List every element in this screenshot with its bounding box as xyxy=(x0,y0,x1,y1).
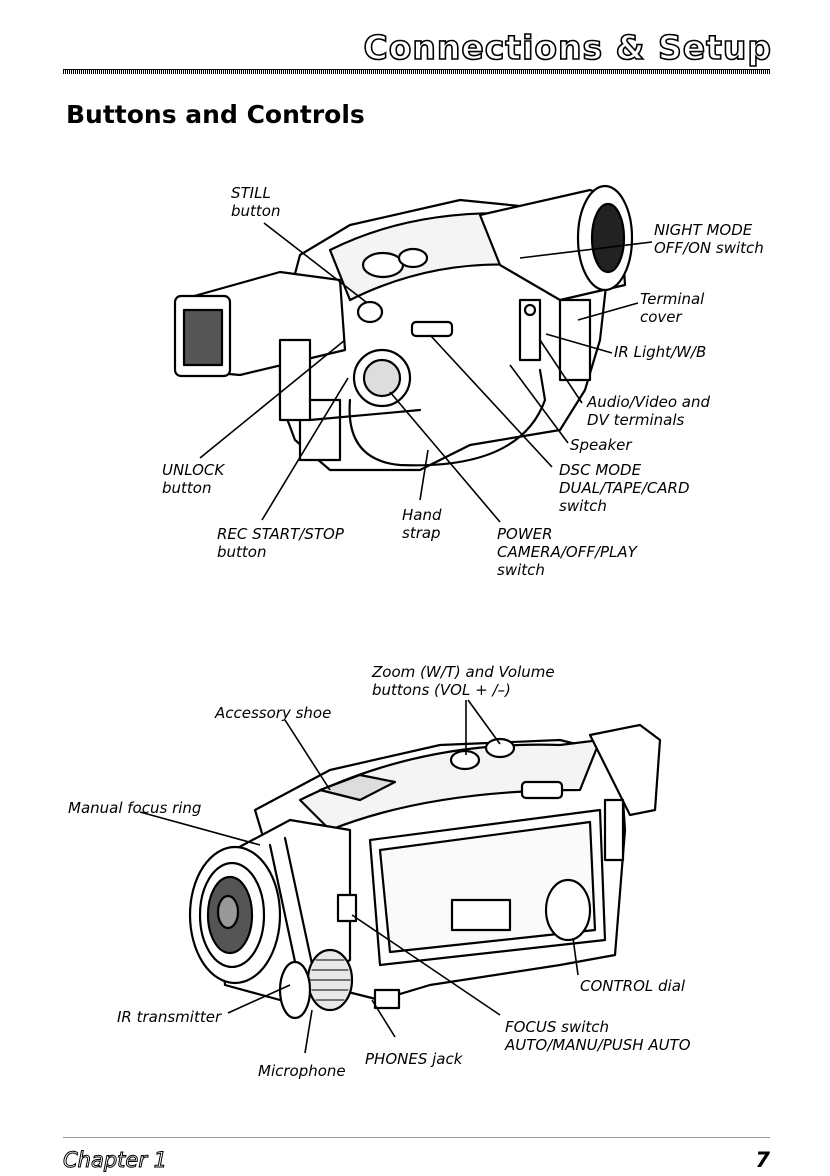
camcorder-front-drawing xyxy=(188,723,662,1020)
label-phones-jack: PHONES jack xyxy=(365,1050,463,1068)
callout-lines xyxy=(139,222,653,1054)
header-rule xyxy=(63,69,770,74)
label-accessory-shoe: Accessory shoe xyxy=(215,704,332,722)
label-manual-focus-ring: Manual focus ring xyxy=(68,799,202,817)
camcorder-rear-drawing xyxy=(173,184,634,472)
label-ir-transmitter: IR transmitter xyxy=(117,1008,222,1026)
label-speaker: Speaker xyxy=(570,436,632,454)
label-control-dial: CONTROL dial xyxy=(580,977,686,995)
label-ir-light: IR Light/W/B xyxy=(614,343,707,361)
footer-chapter: Chapter 1 xyxy=(63,1148,168,1173)
page-number: 7 xyxy=(755,1148,770,1172)
running-header: Connections & Setup xyxy=(363,27,772,68)
footer-rule xyxy=(63,1137,770,1138)
section-title: Buttons and Controls xyxy=(66,100,365,129)
label-microphone: Microphone xyxy=(258,1062,346,1080)
